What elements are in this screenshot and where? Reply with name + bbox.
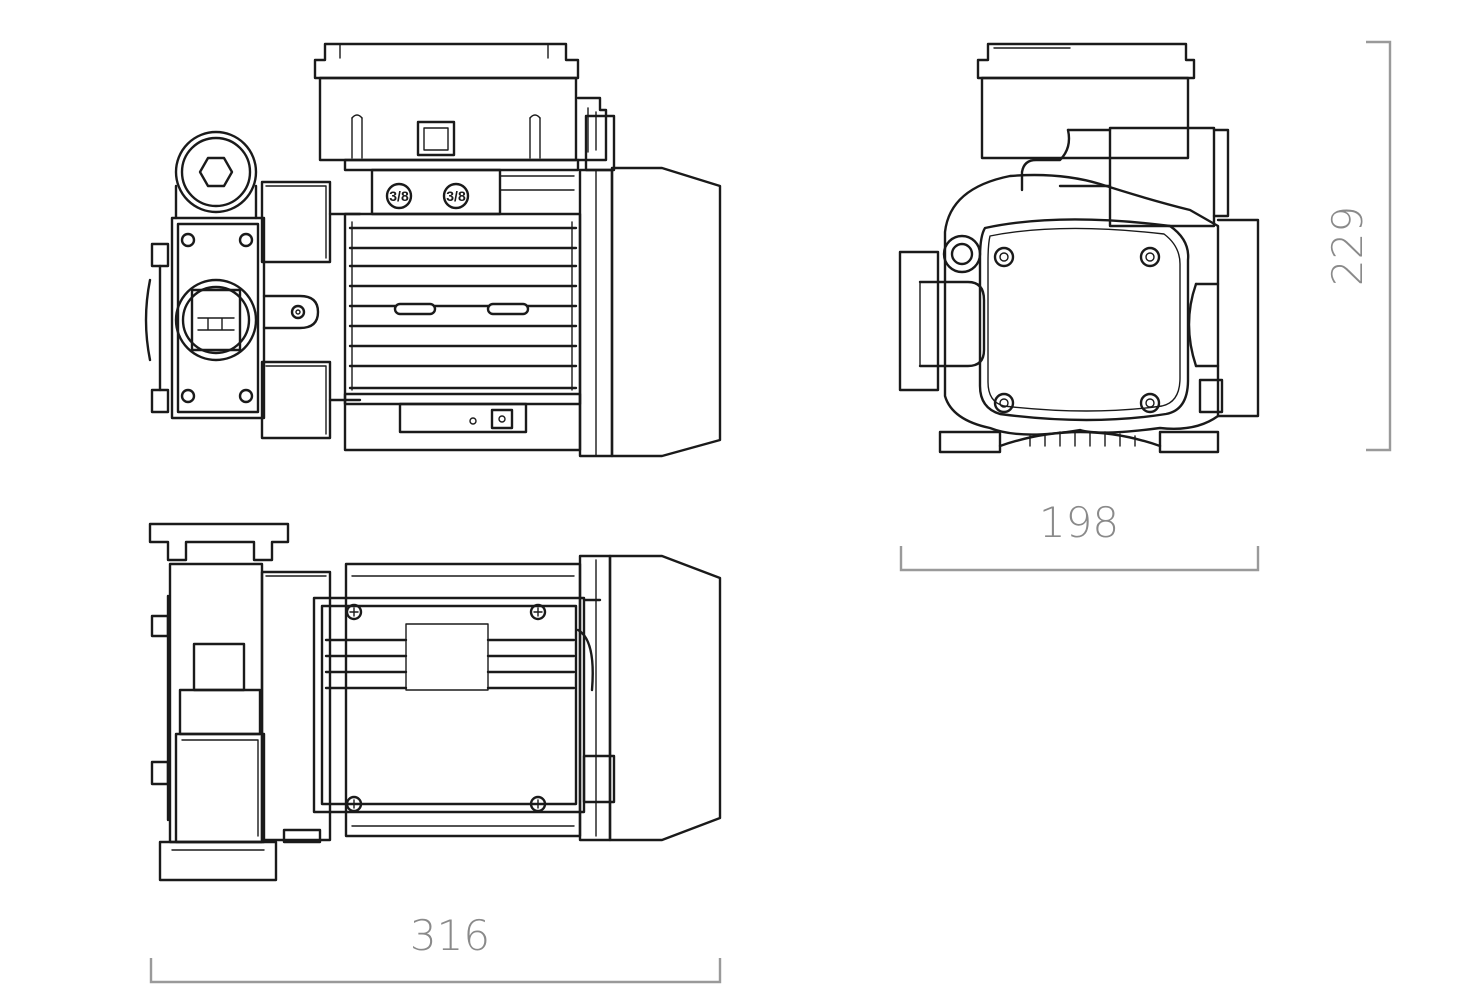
power-switch: [490, 408, 514, 430]
dimension-depth: 198: [899, 498, 1260, 572]
motor-cooling-fins: [348, 221, 578, 391]
dimension-height-label: 229: [1323, 206, 1372, 286]
terminal-box-screws: [345, 603, 547, 813]
dimension-width-label: 316: [410, 911, 490, 960]
side-view: [898, 42, 1260, 454]
dimension-height: 229: [1323, 40, 1392, 452]
side-view-bolts: [993, 246, 1161, 414]
port-3-8-right: [442, 182, 470, 210]
port-label-left: 3/8: [389, 188, 409, 204]
dimension-depth-label: 198: [1039, 498, 1119, 547]
dimension-width: 316: [149, 911, 722, 984]
port-label-right: 3/8: [446, 188, 466, 204]
front-view: 3/8 3/8: [144, 42, 722, 458]
top-view: [148, 522, 722, 882]
terminal-box-vents: [324, 623, 576, 691]
port-3-8-left: [385, 182, 413, 210]
